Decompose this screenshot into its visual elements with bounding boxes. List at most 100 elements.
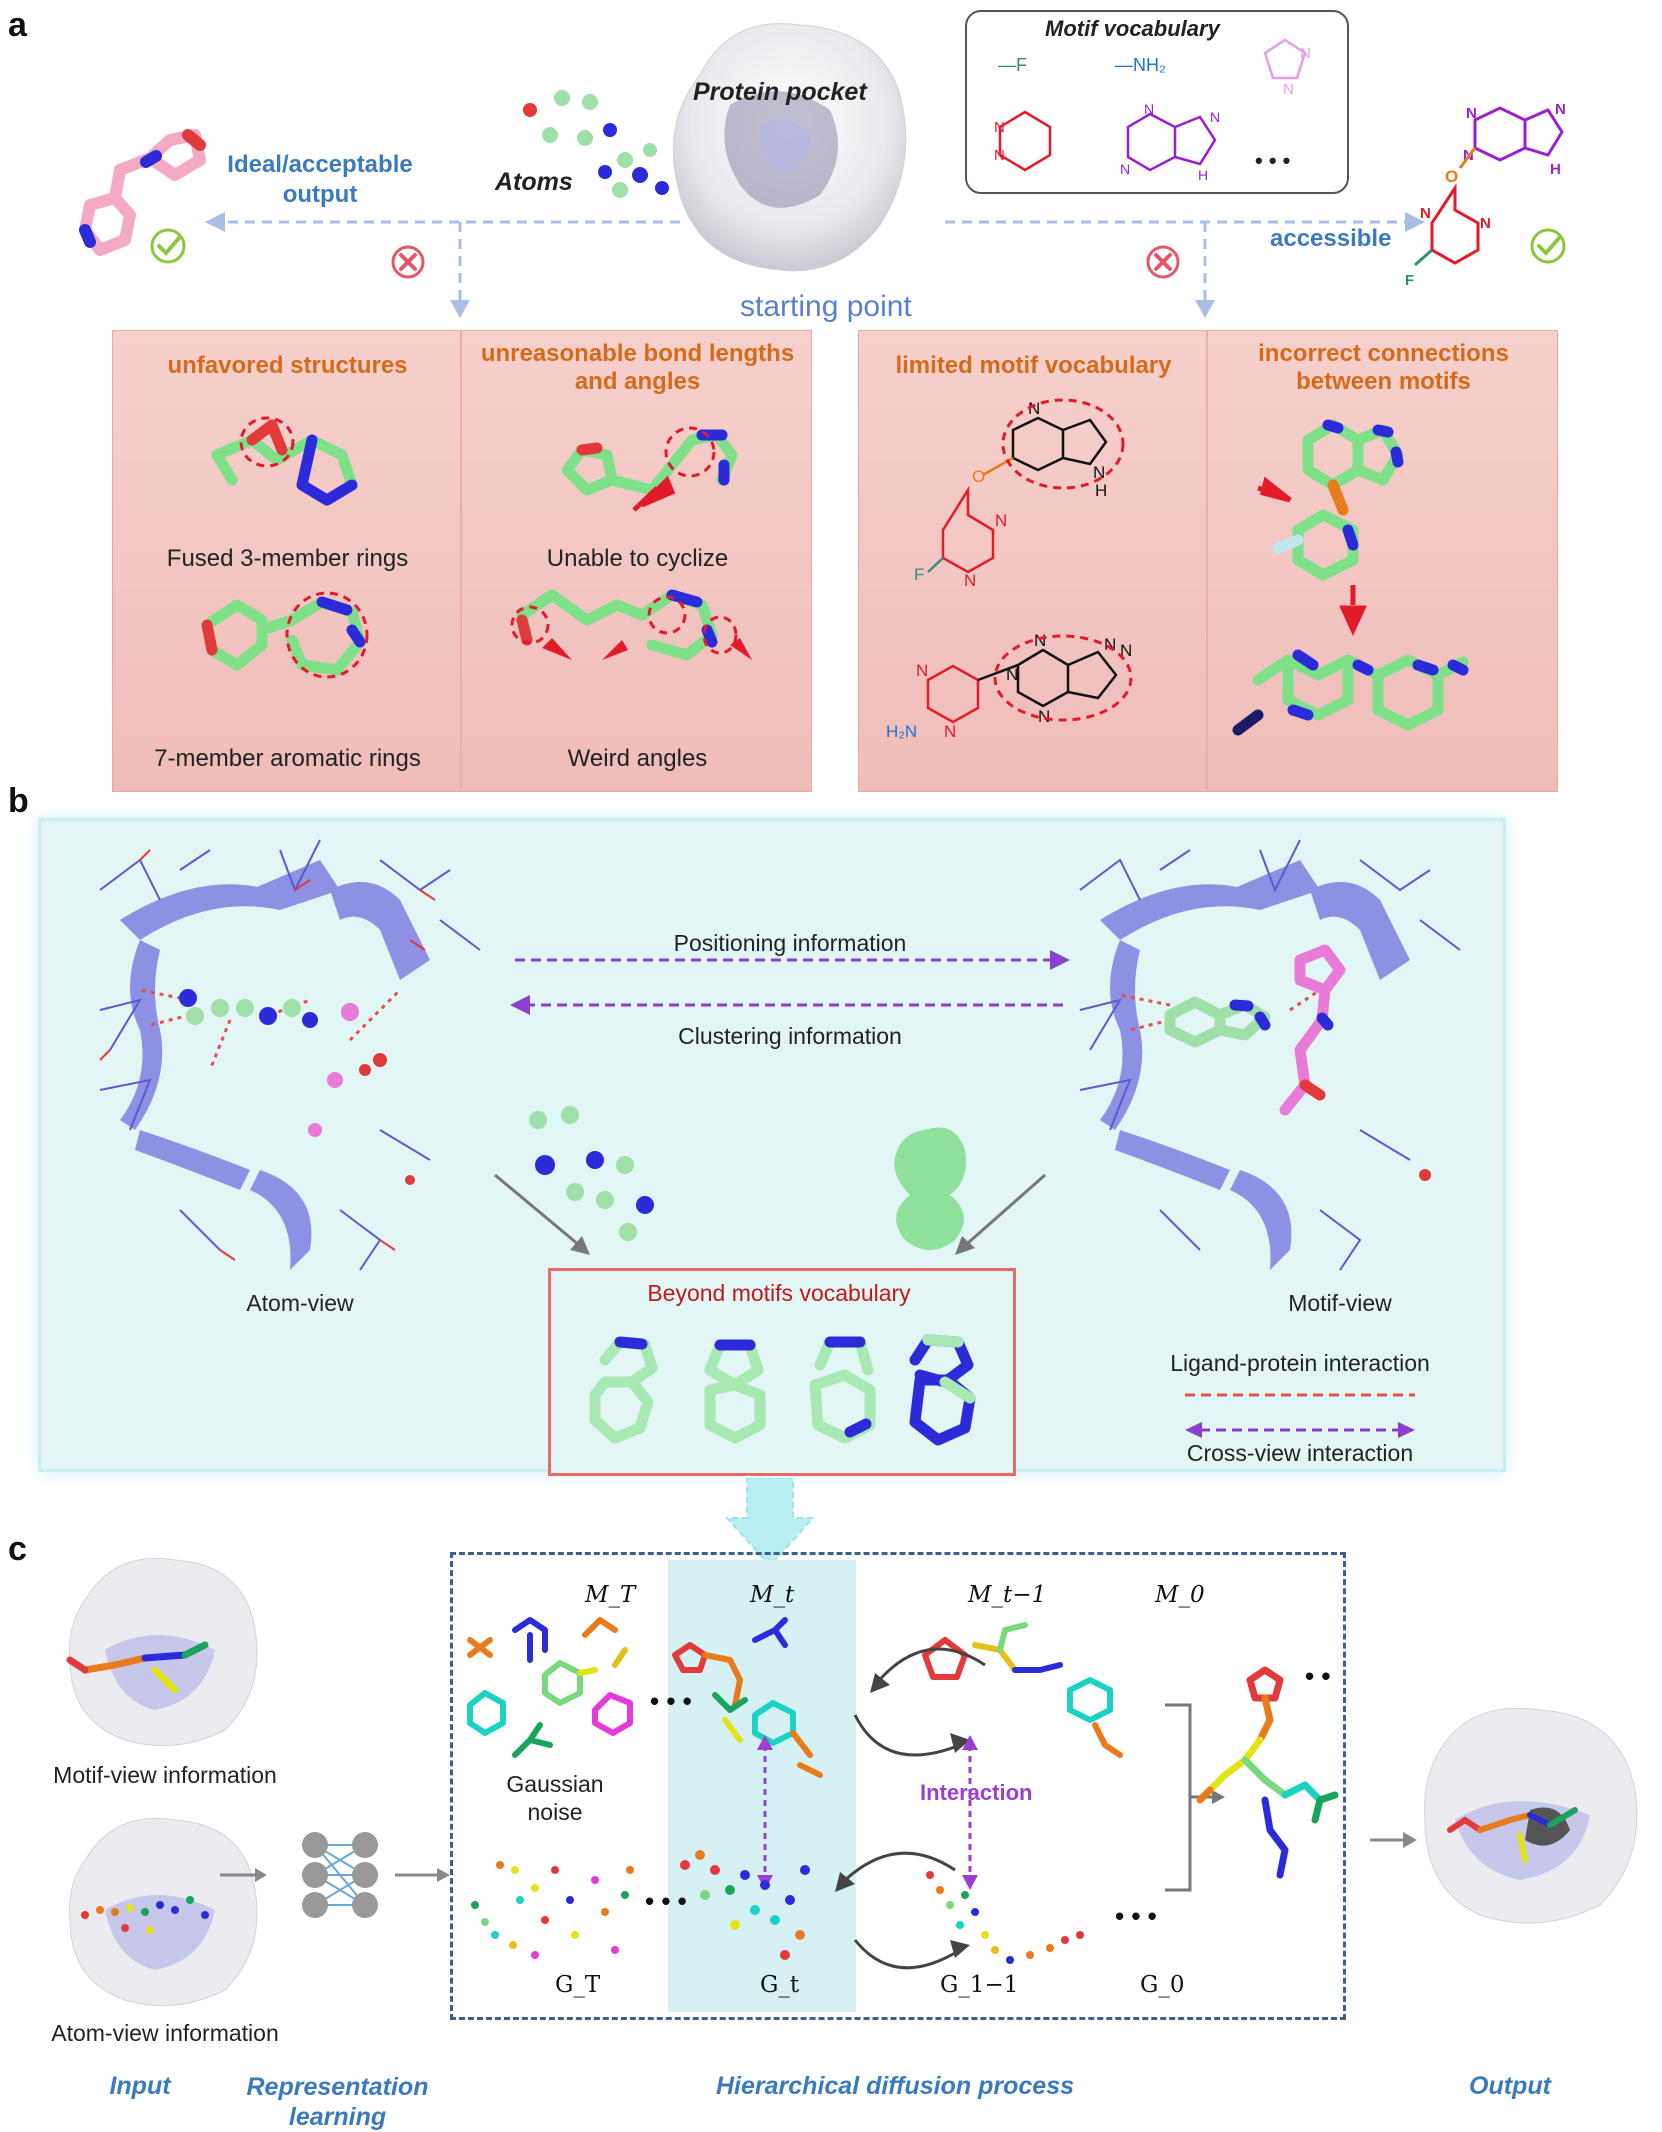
m-label-T: M_T bbox=[585, 1582, 636, 1608]
svg-text:N: N bbox=[994, 147, 1005, 164]
svg-text:N: N bbox=[916, 661, 928, 680]
ligand-protein-legend-line bbox=[1185, 1393, 1415, 1397]
svg-text:N: N bbox=[1300, 45, 1311, 62]
m-label-t: M_t bbox=[750, 1582, 795, 1608]
stage-hierarchical: Hierarchical diffusion process bbox=[716, 2072, 1074, 2100]
limited-motif-title: limited motif vocabulary bbox=[895, 352, 1172, 379]
cross-view-arrows bbox=[510, 950, 1070, 1015]
starting-point-label: starting point bbox=[740, 290, 912, 323]
motif-vocabulary-box bbox=[965, 10, 1349, 194]
gaussian-noise-label: Gaussian noise bbox=[506, 1771, 604, 1825]
panel-a-label: a bbox=[8, 6, 27, 44]
panel-b-label: b bbox=[8, 782, 29, 820]
motif-view-info-label: Motif-view information bbox=[53, 1762, 277, 1788]
cross-view-legend-arrow bbox=[1185, 1422, 1415, 1438]
m-label-0: M_0 bbox=[1155, 1582, 1205, 1608]
stage-representation: Representation learning bbox=[246, 2073, 429, 2131]
svg-text:N: N bbox=[1006, 665, 1018, 684]
cross-icon-right bbox=[1146, 245, 1180, 279]
protein-pocket-label: Protein pocket bbox=[693, 78, 867, 106]
svg-text:N: N bbox=[1104, 635, 1116, 654]
beyond-motifs-title: Beyond motifs vocabulary bbox=[647, 1280, 911, 1306]
cross-icon-left bbox=[391, 245, 425, 279]
unfavored-structures-title: unfavored structures bbox=[167, 352, 408, 379]
output-protein bbox=[1424, 1707, 1638, 1924]
svg-text:N: N bbox=[944, 722, 956, 741]
pyrimidine-motif: N N bbox=[994, 110, 1052, 172]
protein-pocket-surface bbox=[672, 23, 907, 272]
stage-input: Input bbox=[109, 2072, 171, 2100]
atom-view-info-label: Atom-view information bbox=[51, 2020, 279, 2046]
panel-c-label: c bbox=[8, 1530, 27, 1568]
svg-text:N: N bbox=[1144, 102, 1154, 117]
diffusion-process-box bbox=[450, 1552, 1346, 2020]
motif-view-input-protein bbox=[66, 1557, 258, 1747]
g-label-T: G_T bbox=[555, 1972, 601, 1998]
ideal-output-label: Ideal/acceptable output bbox=[227, 151, 413, 208]
svg-text:H: H bbox=[1198, 167, 1208, 182]
clustering-info-label: Clustering information bbox=[678, 1023, 902, 1049]
fused-rings-caption: Fused 3-member rings bbox=[166, 545, 409, 572]
representation-network-icon bbox=[220, 1832, 450, 1918]
m-label-t-minus-1: M_t−1 bbox=[968, 1582, 1047, 1608]
cross-view-legend: Cross-view interaction bbox=[1186, 1440, 1414, 1466]
ideal-output-molecule bbox=[79, 129, 206, 256]
svg-text:• • •: • • • bbox=[1115, 1901, 1157, 1931]
svg-text:O: O bbox=[972, 467, 985, 486]
weird-angles-caption: Weird angles bbox=[567, 745, 708, 772]
interaction-arrows bbox=[757, 1735, 978, 1890]
svg-text:N: N bbox=[964, 571, 976, 590]
atoms-cluster bbox=[523, 90, 669, 198]
svg-text:N: N bbox=[1038, 707, 1050, 726]
motif-fluoro: —F bbox=[998, 55, 1027, 75]
svg-text:N: N bbox=[1034, 631, 1046, 650]
motif-issue-molecules: N NH O N N F N N H₂N N N N N N bbox=[886, 398, 1469, 741]
accessible-label: accessible bbox=[1270, 225, 1392, 252]
svg-text:N: N bbox=[995, 511, 1007, 530]
svg-text:N: N bbox=[1555, 101, 1566, 118]
svg-text:H: H bbox=[1550, 161, 1561, 178]
svg-text:• • •: • • • bbox=[650, 1686, 692, 1716]
panel-a-arrows bbox=[205, 212, 1425, 318]
svg-text:O: O bbox=[1445, 167, 1458, 186]
motif-view-label: Motif-view bbox=[1288, 1290, 1392, 1316]
imidazole-motif: N N bbox=[1263, 38, 1311, 98]
g-label-0: G_0 bbox=[1140, 1972, 1185, 1998]
panel-b-atoms-and-blob bbox=[529, 1106, 966, 1250]
incorrect-connections-title: incorrect connections between motifs bbox=[1258, 340, 1509, 395]
svg-text:N: N bbox=[1420, 205, 1431, 222]
stage-output: Output bbox=[1469, 2072, 1551, 2100]
svg-text:N: N bbox=[1283, 81, 1294, 98]
ligand-protein-legend: Ligand-protein interaction bbox=[1170, 1350, 1430, 1376]
check-icon-left bbox=[150, 228, 186, 264]
svg-text:N: N bbox=[1120, 161, 1130, 177]
purine-motif: N N N H bbox=[1120, 102, 1220, 182]
svg-text:N: N bbox=[1466, 105, 1477, 122]
g-label-t: G_t bbox=[760, 1972, 800, 1998]
svg-text:N: N bbox=[1480, 215, 1491, 232]
atoms-label: Atoms bbox=[495, 168, 573, 196]
svg-text:F: F bbox=[1405, 272, 1414, 289]
check-icon-right bbox=[1530, 228, 1566, 264]
motif-view-protein bbox=[1079, 839, 1461, 1271]
atom-view-label: Atom-view bbox=[246, 1290, 354, 1316]
motif-issues-panel bbox=[858, 330, 1558, 792]
down-arrow-to-c bbox=[725, 1478, 815, 1568]
positioning-info-label: Positioning information bbox=[673, 930, 907, 956]
svg-text:H₂N: H₂N bbox=[886, 722, 917, 741]
svg-text:N: N bbox=[1210, 109, 1220, 125]
interaction-label: Interaction bbox=[920, 1780, 1033, 1805]
svg-text:H: H bbox=[1095, 481, 1107, 500]
svg-text:• • •: • • • bbox=[1305, 1661, 1335, 1691]
svg-text:• • •: • • • bbox=[645, 1886, 687, 1916]
final-molecule bbox=[1196, 1666, 1339, 1879]
output-arrow bbox=[1370, 1832, 1417, 1848]
atom-issues-divider bbox=[460, 330, 462, 790]
atom-issue-molecules bbox=[201, 416, 752, 679]
svg-text:N: N bbox=[994, 119, 1005, 136]
svg-text:F: F bbox=[914, 565, 924, 584]
accessible-molecule: N N N H O N N F bbox=[1405, 101, 1566, 289]
motif-more-dots: • • • bbox=[1255, 148, 1291, 173]
g-label-1-minus-1: G_1−1 bbox=[940, 1972, 1019, 1998]
unable-cyclize-caption: Unable to cyclize bbox=[546, 545, 729, 572]
